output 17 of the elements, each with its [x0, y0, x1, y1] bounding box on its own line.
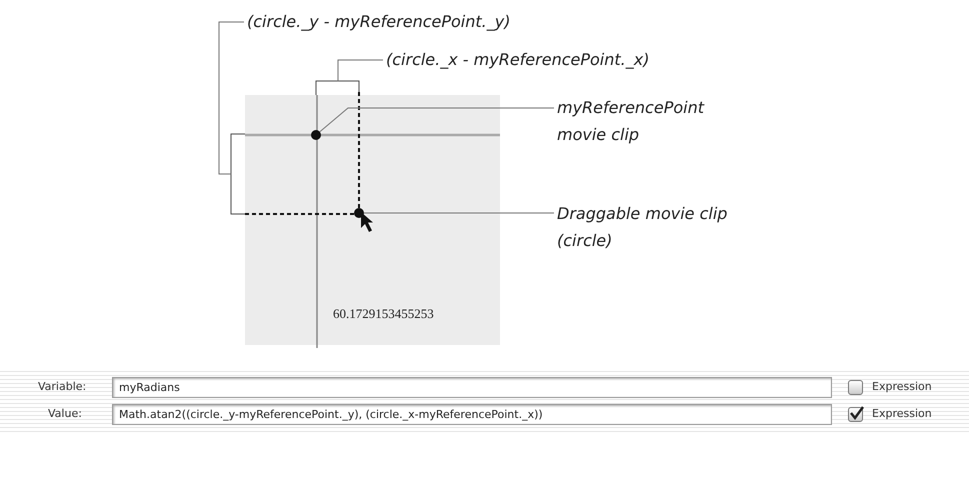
- leader-line: [218, 22, 244, 174]
- annotation-label: (circle._x - myReferencePoint._x): [386, 46, 650, 73]
- leader-line: [338, 60, 384, 82]
- field-label: Value:: [48, 407, 82, 420]
- input-field: myRadians: [112, 377, 832, 398]
- leader-line: [319, 108, 554, 132]
- checkbox-label: Expression: [872, 407, 932, 420]
- annotation-label: (circle._y - myReferencePoint._y): [247, 8, 510, 35]
- annotation-label: myReferencePoint movie clip: [557, 94, 707, 148]
- leader-line: [364, 212, 554, 214]
- checkbox-label: Expression: [872, 380, 932, 393]
- field-label: Variable:: [38, 380, 86, 393]
- input-field: Math.atan2((circle._y-myReferencePoint._y), (circle._x-myReferencePoint._x)): [112, 404, 832, 425]
- annotation-label: Draggable movie clip (circle): [557, 200, 757, 254]
- value-readout: 60.1729153455253: [333, 306, 434, 322]
- dimension-bracket: [230, 134, 246, 214]
- dimension-bracket: [316, 80, 360, 96]
